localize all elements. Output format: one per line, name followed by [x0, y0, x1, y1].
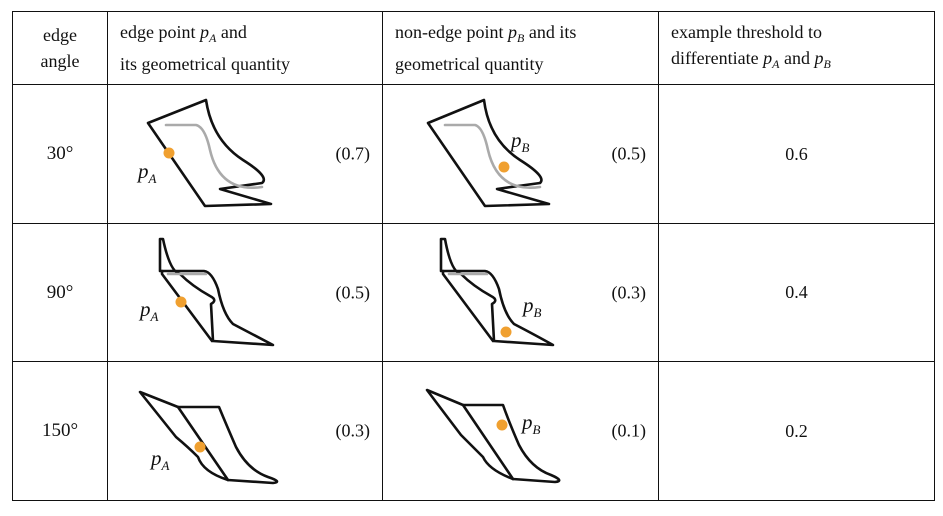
var-p: p [199, 22, 209, 43]
header-text: and its [524, 22, 577, 43]
comparison-table: edge angle edge point pA and its geometr… [12, 10, 935, 501]
header-edge-angle: edge angle [12, 10, 108, 86]
header-edge-angle-line1: edge [43, 25, 77, 46]
header-edge-point-line2: its geometrical quantity [120, 54, 290, 75]
point-label-b: pB [509, 128, 530, 155]
sample-point-dot [175, 296, 187, 308]
folded-surface-icon: pB [426, 98, 551, 208]
edge-quantity: (0.5) [335, 282, 371, 303]
edge-quantity: (0.3) [335, 420, 371, 441]
non-edge-quantity: (0.1) [611, 420, 647, 441]
folded-surface-icon: pB [439, 237, 555, 347]
table-row: 30° pA (0.7) pB (0.5) [12, 84, 935, 224]
header-text: and [216, 22, 247, 43]
header-non-edge-point-line2: geometrical quantity [395, 54, 544, 75]
point-label-a: pA [136, 159, 157, 186]
non-edge-quantity: (0.5) [611, 143, 647, 164]
table-row: 90° pA (0.5) pB [12, 222, 935, 363]
sample-point-dot [194, 441, 206, 453]
header-threshold: example threshold to differentiate pA an… [658, 10, 935, 86]
header-edge-point: edge point pA and its geometrical quanti… [107, 10, 383, 86]
sample-point-dot [500, 326, 512, 338]
non-edge-quantity: (0.3) [611, 282, 647, 303]
edge-angle-cell: 150° [12, 361, 108, 501]
header-non-edge-point-line1: non-edge point pB and its [395, 19, 658, 51]
sample-point-dot [163, 147, 175, 159]
folded-surface-icon: pB [425, 389, 561, 484]
edge-point-cell: pA (0.7) [107, 84, 383, 224]
threshold-cell: 0.2 [658, 361, 935, 501]
point-label-b: pB [520, 410, 541, 437]
header-text: and [779, 48, 815, 69]
threshold-cell: 0.6 [658, 84, 935, 224]
header-threshold-line2: differentiate pA and pB [671, 45, 934, 77]
edge-angle-cell: 30° [12, 84, 108, 224]
folded-surface-icon: pA [136, 98, 273, 208]
header-edge-point-line1: edge point pA and [120, 19, 382, 51]
header-text: edge point [120, 22, 200, 43]
point-label-a: pA [149, 446, 170, 473]
edge-point-cell: pA (0.5) [107, 222, 383, 363]
sample-point-dot [498, 161, 510, 173]
header-text: differentiate [671, 48, 764, 69]
edge-angle-cell: 90° [12, 222, 108, 363]
point-label-b: pB [521, 293, 542, 320]
point-label-a: pA [138, 297, 159, 324]
var-p: p [763, 48, 773, 69]
header-threshold-line1: example threshold to [671, 22, 822, 43]
var-p: p [814, 48, 824, 69]
non-edge-point-cell: pB (0.5) [382, 84, 659, 224]
threshold-cell: 0.4 [658, 222, 935, 363]
edge-quantity: (0.7) [335, 143, 371, 164]
table-row: 150° pA (0.3) pB (0.1) [12, 361, 935, 501]
var-sub: B [516, 31, 525, 46]
folded-surface-icon: pA [138, 237, 275, 347]
sample-point-dot [496, 419, 508, 431]
folded-surface-icon: pA [138, 391, 279, 485]
non-edge-point-cell: pB (0.3) [382, 222, 659, 363]
header-text: non-edge point [395, 22, 508, 43]
header-edge-angle-line2: angle [40, 51, 80, 72]
var-p: p [507, 22, 517, 43]
header-non-edge-point: non-edge point pB and its geometrical qu… [382, 10, 659, 86]
header-row: edge angle edge point pA and its geometr… [12, 10, 935, 86]
edge-point-cell: pA (0.3) [107, 361, 383, 501]
var-sub: B [823, 57, 831, 72]
non-edge-point-cell: pB (0.1) [382, 361, 659, 501]
var-sub: A [208, 31, 217, 46]
var-sub: A [772, 57, 780, 72]
